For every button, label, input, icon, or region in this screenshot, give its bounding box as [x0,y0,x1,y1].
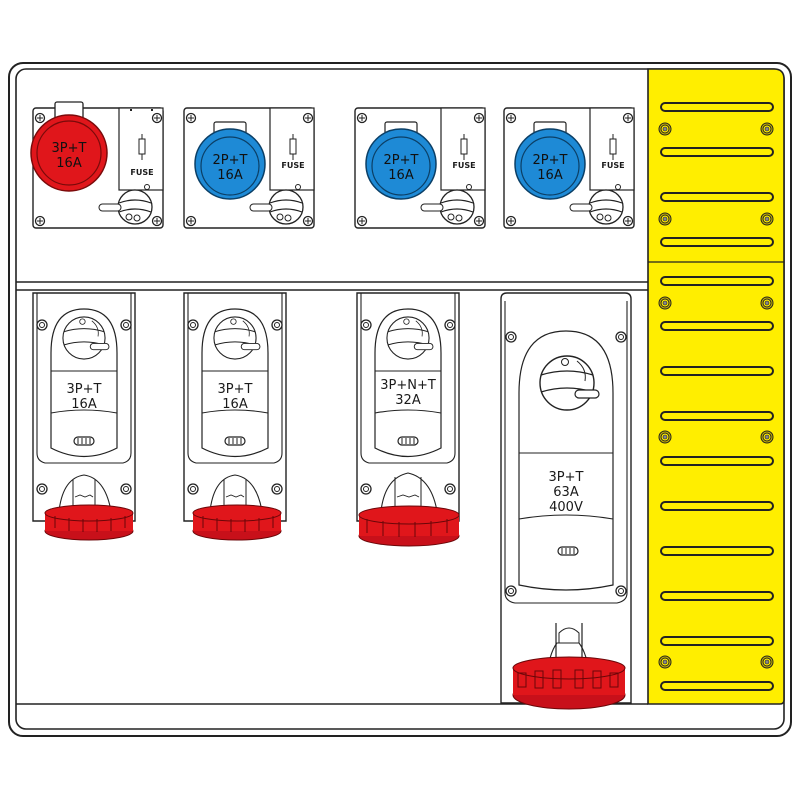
top-socket-4[interactable]: FUSE 2P+T 16A [503,107,635,229]
socket-label-type: 2P+T [533,153,568,168]
socket-label-amps: 16A [388,168,414,183]
bottom-socket-4[interactable]: 3P+T 63A 400V [500,292,632,710]
interlock-switch[interactable] [588,189,624,225]
fuse-icon [460,134,468,160]
fuse-icon [609,134,617,160]
top-socket-1[interactable]: FUSE 3P+T 16A [30,101,164,229]
socket-label-amps: 16A [71,397,97,412]
fuse-icon [138,134,146,160]
socket-cap-red[interactable] [512,656,626,710]
socket-label-type: 3P+T [549,470,584,485]
yellow-blank-panel [647,68,785,705]
socket-cap-red[interactable] [192,504,282,541]
top-socket-2[interactable]: FUSE 2P+T 16A [183,107,315,229]
bottom-socket-1[interactable]: 3P+T 16A [32,292,136,541]
socket-label-amps: 63A [553,485,579,500]
socket-lid-blue[interactable] [194,128,266,200]
socket-label-amps: 16A [222,397,248,412]
socket-label-type: 3P+T [67,382,102,397]
fuse-label: FUSE [130,168,153,177]
socket-label-amps: 32A [395,393,421,408]
socket-label-type: 2P+T [384,153,419,168]
interlock-switch[interactable] [117,189,153,225]
socket-label-type: 2P+T [213,153,248,168]
bottom-socket-3[interactable]: 3P+N+T 32A [356,292,460,547]
top-socket-3[interactable]: FUSE 2P+T 16A [354,107,486,229]
socket-lid-blue[interactable] [514,128,586,200]
socket-label-type: 3P+N+T [380,378,436,393]
socket-cap-red[interactable] [358,505,460,547]
socket-label-type: 3P+T [52,141,87,156]
socket-cap-red[interactable] [44,504,134,541]
bottom-socket-2[interactable]: 3P+T 16A [183,292,287,541]
socket-lid-red[interactable] [30,114,108,192]
socket-lid-blue[interactable] [365,128,437,200]
socket-label-amps: 16A [217,168,243,183]
interlock-switch[interactable] [439,189,475,225]
socket-label-amps: 16A [537,168,563,183]
fuse-icon [289,134,297,160]
fuse-label: FUSE [452,161,475,170]
socket-label-amps: 16A [56,156,82,171]
interlock-switch[interactable] [268,189,304,225]
fuse-label: FUSE [601,161,624,170]
socket-label-type: 3P+T [218,382,253,397]
fuse-label: FUSE [281,161,304,170]
socket-label-voltage: 400V [549,500,583,515]
